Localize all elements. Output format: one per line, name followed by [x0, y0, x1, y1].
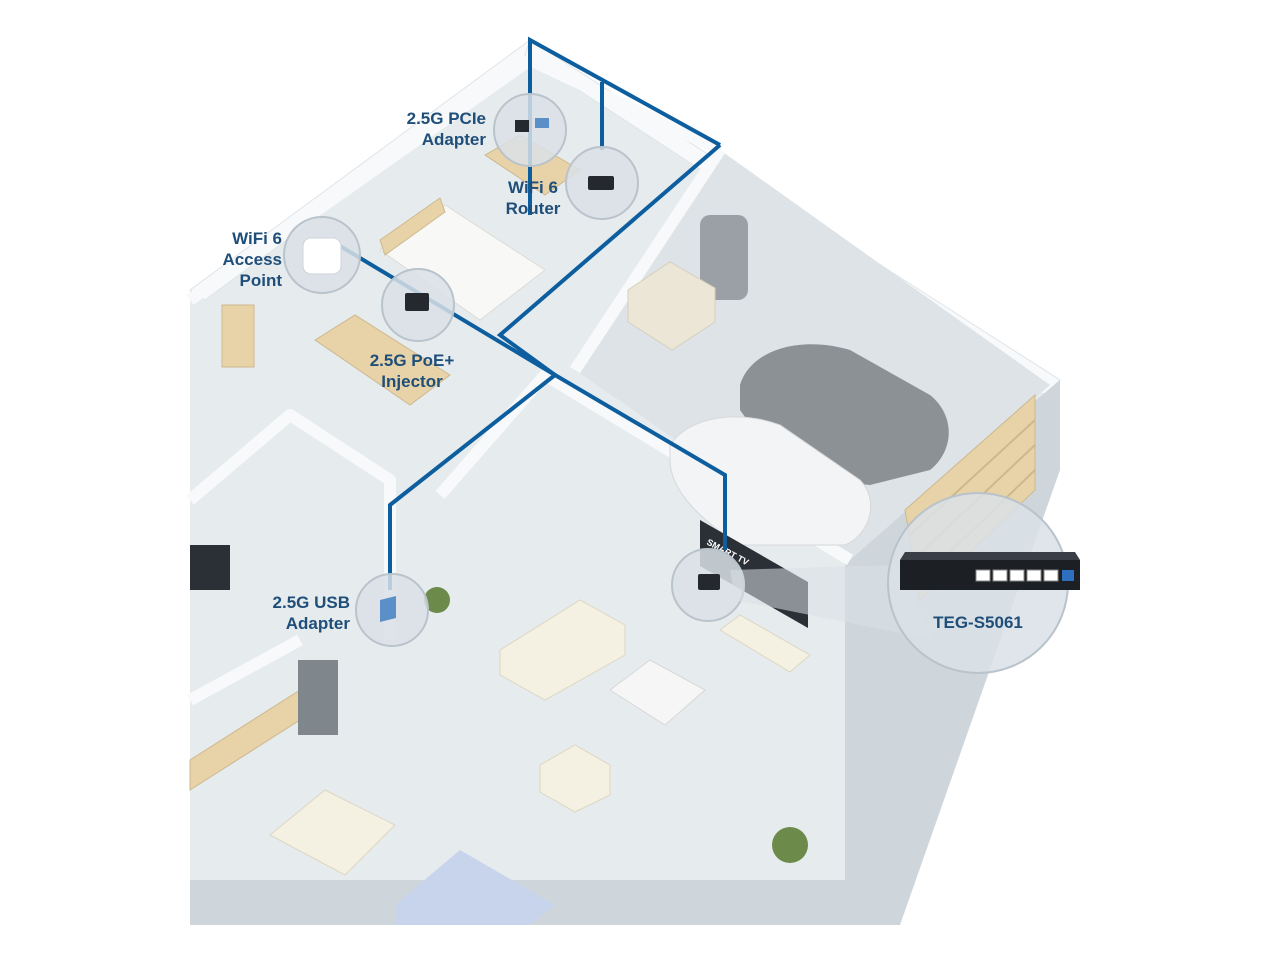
tv-console [719, 614, 811, 673]
switch-callout-cone [730, 565, 935, 640]
plant [772, 827, 808, 863]
armchair [539, 744, 611, 813]
switch-port [1043, 569, 1059, 582]
bed-headboard [379, 197, 446, 256]
lens-switch [887, 492, 1080, 674]
lens-router [565, 146, 639, 220]
network-switch-icon [900, 552, 1080, 590]
switch-port [992, 569, 1008, 582]
bedroom-door [221, 304, 255, 368]
white-car [669, 416, 872, 546]
lens-usb [355, 573, 429, 647]
network-cable-usb [388, 373, 557, 590]
tv-bedroom-2 [190, 545, 230, 590]
washer [627, 261, 716, 351]
monitor-icon [535, 118, 549, 128]
water-heater [700, 215, 748, 300]
pc-icon [515, 120, 529, 132]
fridge [298, 660, 338, 735]
switch-port [975, 569, 991, 582]
dining-table [395, 850, 555, 925]
access-point-icon [302, 237, 342, 275]
switch-port [1009, 569, 1025, 582]
interior-wall-kitchen [187, 634, 303, 706]
lens-pcie [493, 93, 567, 167]
lens-access-point [283, 216, 361, 294]
dresser [314, 314, 451, 406]
router-icon [588, 176, 614, 190]
laptop-icon [380, 596, 396, 622]
injector-icon [405, 293, 429, 311]
switch-sfp-port [1062, 570, 1074, 581]
kitchen-island [269, 789, 396, 876]
coffee-table [609, 659, 706, 726]
switch-port [1026, 569, 1042, 582]
interior-wall-garage [569, 146, 726, 374]
sofa [499, 599, 626, 701]
label-poe-injector: 2.5G PoE+Injector [369, 351, 455, 391]
label-teg-s5061: TEG-S5061 [933, 613, 1023, 632]
plant [424, 587, 450, 613]
lens-injector [381, 268, 455, 342]
switch-small-icon [698, 574, 720, 590]
network-cable-garage [496, 143, 722, 377]
